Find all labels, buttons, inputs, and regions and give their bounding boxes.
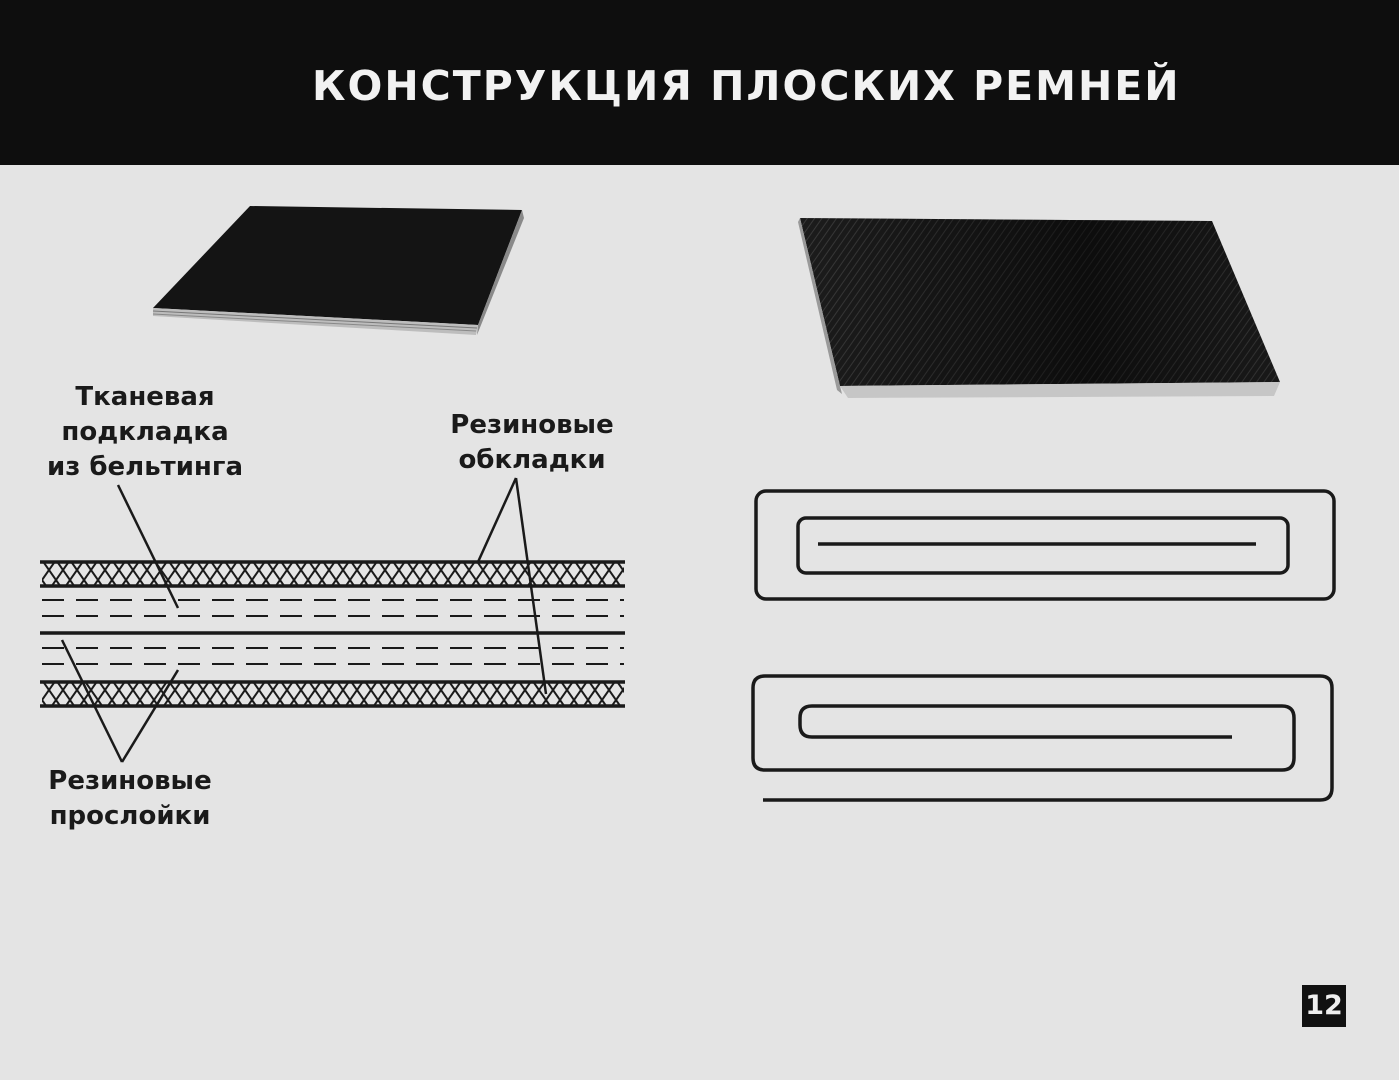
rubberized-belt-sample	[152, 206, 524, 335]
rubber-interlayers-line-1: Резиновые	[48, 766, 212, 796]
fabric-lining-line-2: подкладка	[61, 417, 229, 447]
rubber-covers-line-2: обкладки	[458, 445, 606, 475]
fabric-lining-line-3: из бельтинга	[46, 452, 244, 482]
rubber-interlayers-label: Резиновые прослойки	[30, 764, 230, 834]
fold-scheme-closed	[754, 489, 1336, 601]
leader-lines	[60, 477, 548, 763]
fabric-lining-label: Тканевая подкладка из бельтинга	[30, 380, 260, 485]
rubber-covers-line-1: Резиновые	[450, 410, 614, 440]
woven-belt-sample	[798, 218, 1280, 398]
title-bar: КОНСТРУКЦИЯ ПЛОСКИХ РЕМНЕЙ	[0, 0, 1399, 165]
fabric-lining-line-1: Тканевая	[75, 382, 215, 412]
fold-scheme-open	[751, 674, 1334, 802]
rubber-covers-label: Резиновые обкладки	[432, 408, 632, 478]
slide-number-badge: 12	[1302, 985, 1346, 1027]
rubber-interlayers-line-2: прослойки	[49, 801, 211, 831]
slide-title: КОНСТРУКЦИЯ ПЛОСКИХ РЕМНЕЙ	[312, 62, 1181, 110]
